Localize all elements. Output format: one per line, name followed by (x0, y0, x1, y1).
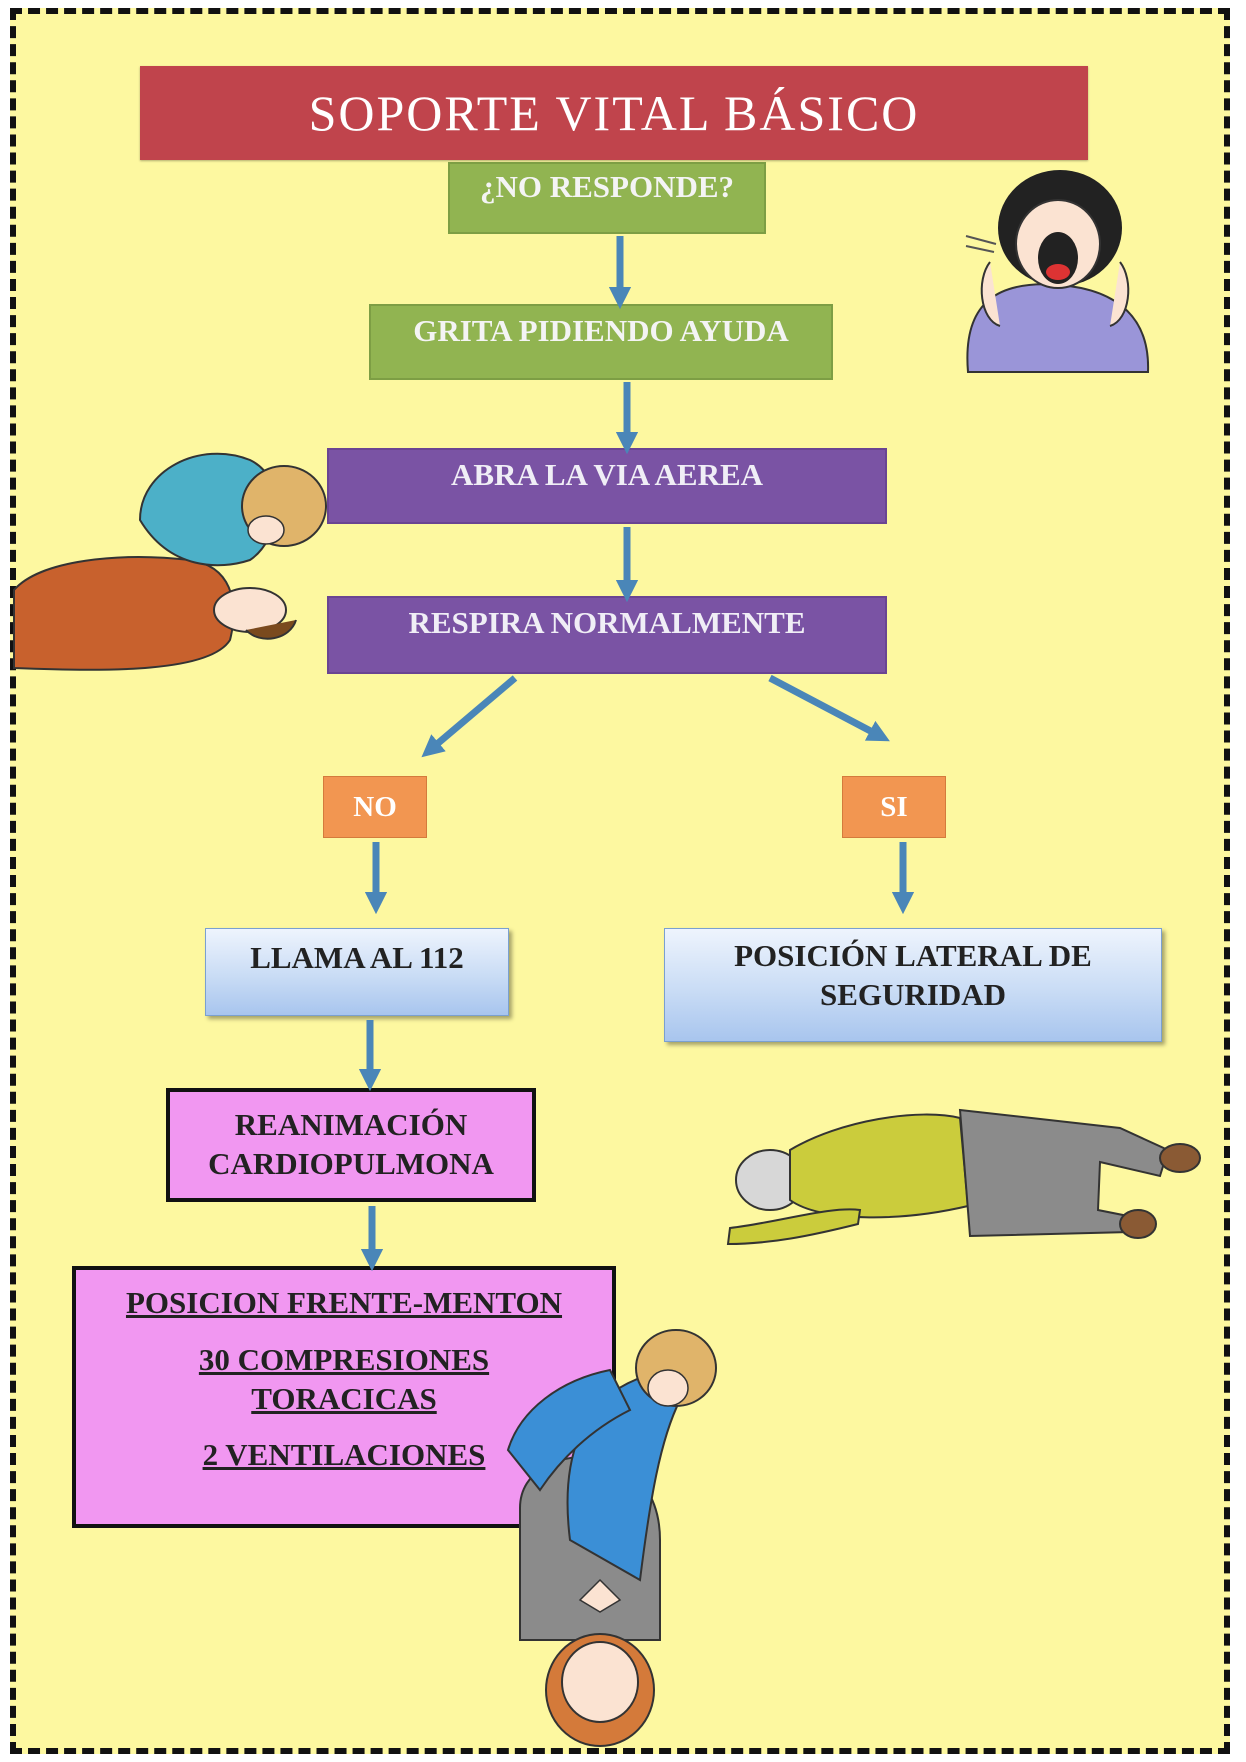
step-no-responde: ¿NO RESPONDE? (448, 162, 766, 234)
step-abra-via-aerea: ABRA LA VIA AEREA (327, 448, 887, 524)
cpr-compressions-illustration (506, 1329, 717, 1747)
shouting-person-illustration (965, 170, 1150, 373)
step-llama-112: LLAMA AL 112 (205, 928, 509, 1016)
arrow-respira-to-si (768, 674, 890, 742)
arrow-respira-to-no (421, 675, 518, 758)
cpr-line-frente-menton: POSICION FRENTE-MENTON (125, 1285, 563, 1320)
title-box: SOPORTE VITAL BÁSICO (140, 66, 1088, 160)
recovery-position-illustration (726, 1108, 1201, 1246)
cpr-line-ventilaciones: 2 VENTILACIONES (202, 1437, 486, 1473)
answer-si: SI (842, 776, 946, 838)
answer-no: NO (323, 776, 427, 838)
step-respira-normalmente: RESPIRA NORMALMENTE (327, 596, 887, 674)
step-grita-pidiendo-ayuda: GRITA PIDIENDO AYUDA (369, 304, 833, 380)
step-posicion-lateral: POSICIÓN LATERAL DE SEGURIDAD (664, 928, 1162, 1042)
airway-rescue-illustration (13, 452, 327, 671)
step-reanimacion: REANIMACIÓN CARDIOPULMONA (166, 1088, 536, 1202)
cpr-line-compresiones: 30 COMPRESIONES TORACICAS (198, 1341, 490, 1416)
cpr-instructions: POSICION FRENTE-MENTON 30 COMPRESIONES T… (72, 1266, 616, 1528)
flow-arrows (358, 236, 915, 1272)
